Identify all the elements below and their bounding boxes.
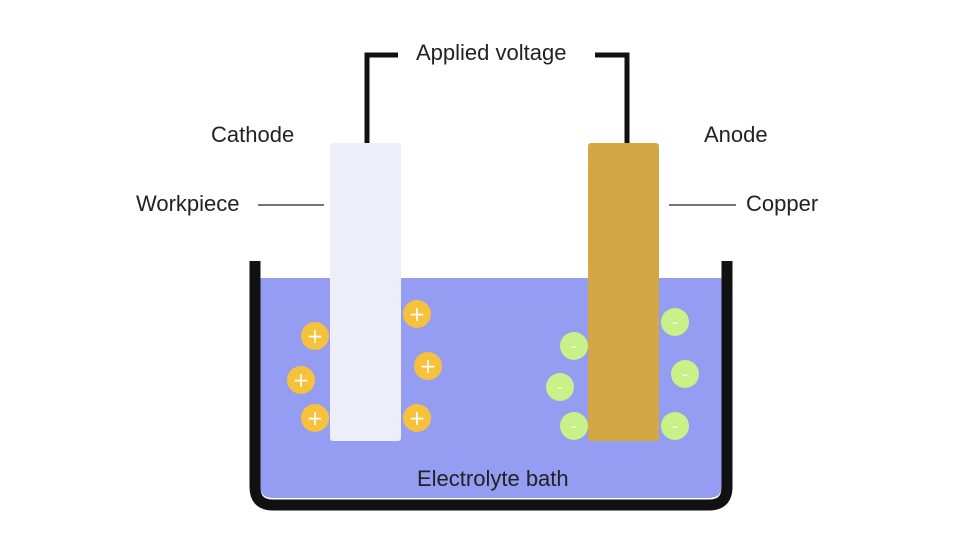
positive-ion: + <box>301 322 329 350</box>
svg-text:-: - <box>557 378 563 397</box>
anode-label: Anode <box>704 122 768 147</box>
cathode-workpiece-electrode <box>330 143 401 441</box>
positive-ion: + <box>414 352 442 380</box>
negative-ion: - <box>671 360 699 388</box>
negative-ion: - <box>546 373 574 401</box>
electrolyte-bath-label: Electrolyte bath <box>417 466 569 491</box>
copper-label: Copper <box>746 191 819 216</box>
svg-text:+: + <box>293 368 310 392</box>
positive-ion: + <box>287 366 315 394</box>
positive-ion: + <box>403 300 431 328</box>
cathode-label: Cathode <box>211 122 295 147</box>
negative-ion: - <box>661 308 689 336</box>
anode-copper-electrode <box>588 143 659 441</box>
positive-ion: + <box>301 404 329 432</box>
svg-text:+: + <box>307 324 324 348</box>
wire-right <box>595 52 630 145</box>
wire-left <box>364 52 398 145</box>
negative-ion: - <box>560 332 588 360</box>
svg-text:-: - <box>682 365 688 384</box>
positive-ion: + <box>403 404 431 432</box>
svg-text:+: + <box>307 406 324 430</box>
tank <box>249 261 733 511</box>
applied-voltage-label: Applied voltage <box>416 40 567 65</box>
svg-text:-: - <box>571 417 577 436</box>
svg-text:-: - <box>672 313 678 332</box>
svg-text:+: + <box>420 354 437 378</box>
negative-ion: - <box>661 412 689 440</box>
workpiece-label: Workpiece <box>136 191 240 216</box>
svg-text:+: + <box>409 302 426 326</box>
svg-text:-: - <box>571 337 577 356</box>
svg-text:-: - <box>672 417 678 436</box>
svg-text:+: + <box>409 406 426 430</box>
negative-ion: - <box>560 412 588 440</box>
